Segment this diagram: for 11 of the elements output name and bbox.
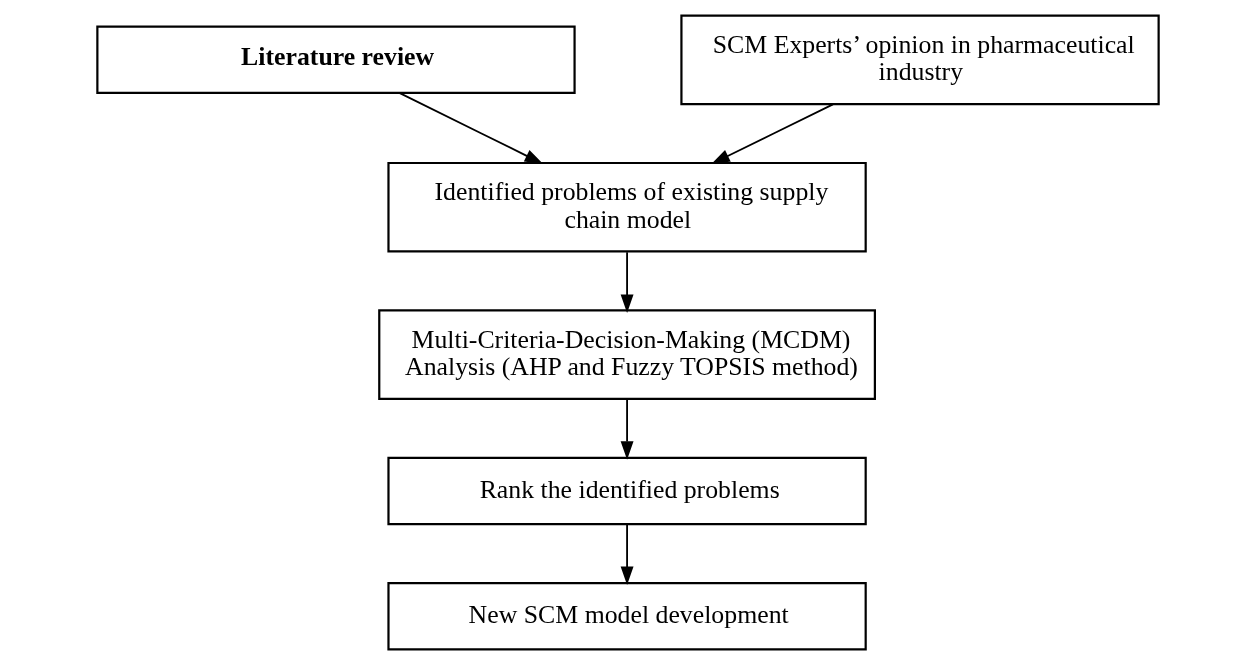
node-box: Multi-Criteria-Decision-Making (MCDM) Analysis (AHP and Fuzzy TOPSIS method) bbox=[378, 309, 876, 400]
node-box: Literature review bbox=[96, 25, 576, 95]
arrow bbox=[398, 92, 544, 164]
node-box: Rank the identified problems bbox=[387, 456, 867, 526]
node-box: Identified problems of existing supply chain model bbox=[387, 161, 867, 253]
arrow bbox=[620, 251, 634, 313]
arrow bbox=[620, 523, 634, 586]
node-box: New SCM model development bbox=[387, 581, 867, 651]
arrow bbox=[711, 103, 834, 165]
node-box: SCM Experts’ opinion in pharmaceutical industry bbox=[680, 14, 1160, 106]
arrow bbox=[620, 398, 634, 460]
